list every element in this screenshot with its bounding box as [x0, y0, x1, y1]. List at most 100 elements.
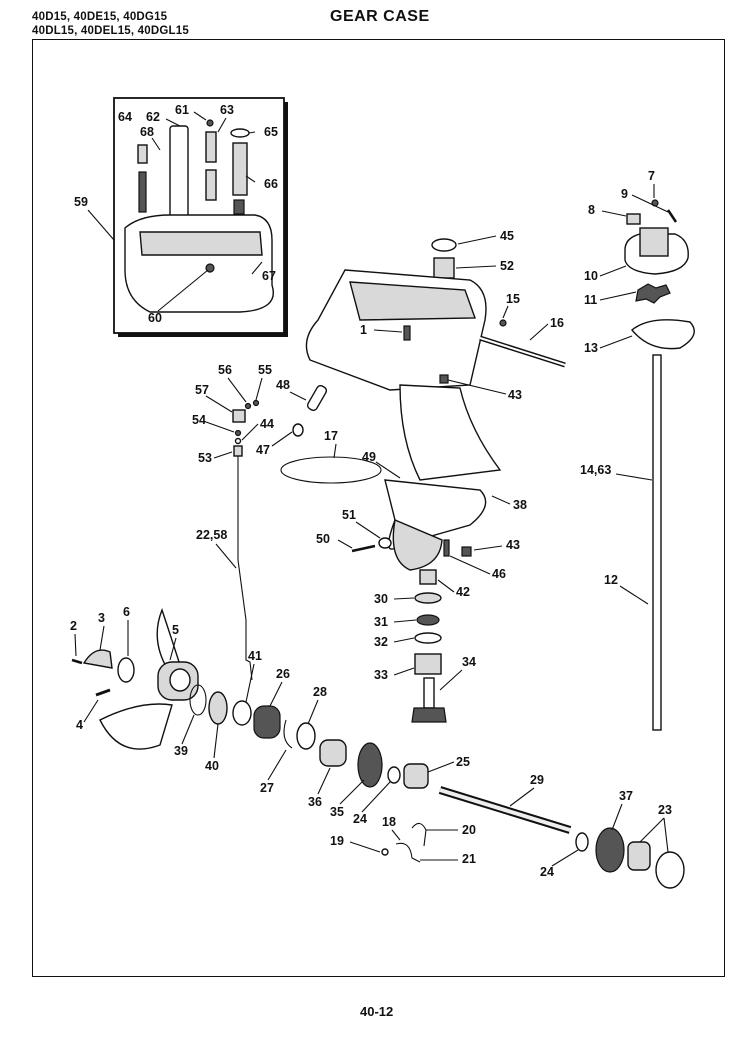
callout-55: 55	[258, 363, 272, 377]
plate-13-part	[631, 319, 695, 350]
stud-64-part	[138, 171, 147, 213]
seal-40-part	[208, 691, 228, 725]
washer-32-part	[414, 632, 442, 644]
callout-66: 66	[264, 177, 278, 191]
stud-63b-part	[205, 169, 217, 201]
plug-43b-part	[461, 546, 472, 557]
callout-7: 7	[648, 169, 655, 183]
shift-linkage-group	[232, 385, 328, 681]
screw-15-part	[499, 319, 507, 327]
callout-46: 46	[492, 567, 506, 581]
callout-9: 9	[621, 187, 628, 201]
pinion-shaft-part	[423, 677, 435, 709]
washer-51-part	[378, 537, 392, 549]
pin-56-part	[244, 402, 252, 410]
tube-66-part	[232, 142, 248, 196]
washer-28-part	[296, 722, 316, 750]
pump-leader-lines	[599, 184, 669, 605]
cup-23b-part	[655, 851, 685, 889]
callout-31: 31	[374, 615, 388, 629]
prop-hub-bore	[169, 668, 191, 692]
callout-23: 23	[658, 803, 672, 817]
washer-30-part	[414, 592, 442, 604]
callout-51: 51	[342, 508, 356, 522]
shifter-21-part	[395, 842, 421, 863]
callout-41: 41	[248, 649, 262, 663]
ring-27-part	[283, 719, 293, 749]
prop-blade-bottom	[99, 703, 173, 750]
shift-rod-highlight	[479, 337, 566, 366]
page-number: 40-12	[360, 1004, 394, 1019]
callout-36: 36	[308, 795, 322, 809]
callout-28: 28	[313, 685, 327, 699]
callout-63: 63	[220, 103, 234, 117]
washer-44-part	[234, 437, 242, 445]
callout-22-58: 22,58	[196, 528, 227, 542]
bearing-23a-part	[627, 841, 651, 871]
callout-19: 19	[330, 834, 344, 848]
grommet-65-part	[230, 128, 250, 138]
washer-61-part	[206, 119, 214, 127]
callout-57: 57	[195, 383, 209, 397]
model-list-line-1: 40D15, 40DE15, 40DG15	[32, 11, 168, 23]
lower-housing-38-part	[399, 384, 502, 481]
callout-45: 45	[500, 229, 514, 243]
callout-43-upper: 43	[508, 388, 522, 402]
callout-54: 54	[192, 413, 206, 427]
callout-11: 11	[584, 293, 597, 307]
ring-39-part	[189, 684, 207, 716]
callout-8: 8	[588, 203, 595, 217]
bushing-52-part	[433, 257, 455, 279]
housing-leader-lines	[333, 235, 549, 575]
callout-39: 39	[174, 744, 188, 758]
screw-46-part	[443, 539, 450, 557]
prop-leader-lines	[74, 620, 177, 723]
callout-60: 60	[148, 311, 162, 325]
callout-17: 17	[324, 429, 338, 443]
callout-50: 50	[316, 532, 330, 546]
callout-24-front: 24	[353, 812, 367, 826]
propeller-group	[71, 607, 199, 750]
callout-29: 29	[530, 773, 544, 787]
clip-54-part	[234, 429, 242, 437]
inset-exhaust-housing-group: 61 62 63 64 65 66 67 68 60	[113, 97, 288, 337]
callout-49: 49	[362, 450, 376, 464]
connector-57-part	[232, 409, 246, 423]
callout-33: 33	[374, 668, 388, 682]
bushing-42-part	[419, 569, 437, 585]
exhaust-housing-59-part	[124, 214, 274, 313]
callout-40: 40	[205, 759, 219, 773]
pin-4-part	[95, 688, 111, 697]
upper-housing-deck	[349, 281, 476, 321]
washer-24a-part	[387, 766, 401, 784]
callout-16: 16	[550, 316, 564, 330]
gasket-17-part	[280, 456, 382, 484]
callout-30: 30	[374, 592, 388, 606]
prop-shaft-highlight	[439, 788, 571, 832]
callout-42: 42	[456, 585, 470, 599]
model-list: 40D15, 40DE15, 40DG15 40DL15, 40DEL15, 4…	[32, 10, 189, 38]
screw-1-part	[403, 325, 411, 341]
callout-12: 12	[604, 573, 618, 587]
washer-24b-part	[575, 832, 589, 852]
leader-59	[87, 209, 115, 241]
callout-38: 38	[513, 498, 527, 512]
callout-14-63: 14,63	[580, 463, 611, 477]
callout-24-rear: 24	[540, 865, 554, 879]
callout-43-lower: 43	[506, 538, 520, 552]
callout-6: 6	[123, 605, 130, 619]
diagram-frame	[32, 39, 725, 977]
callout-35: 35	[330, 805, 344, 819]
screw-55-part	[252, 399, 260, 407]
callout-65: 65	[264, 125, 278, 139]
callout-21: 21	[462, 852, 476, 866]
screw-68-part	[137, 144, 148, 164]
pinion-stack-group	[411, 569, 447, 723]
grommet-8-part	[626, 213, 641, 225]
water-pump-group	[624, 199, 695, 731]
callout-61: 61	[175, 103, 189, 117]
bearing-31-part	[416, 614, 440, 626]
callout-37: 37	[619, 789, 633, 803]
screw-9-part	[666, 209, 678, 223]
